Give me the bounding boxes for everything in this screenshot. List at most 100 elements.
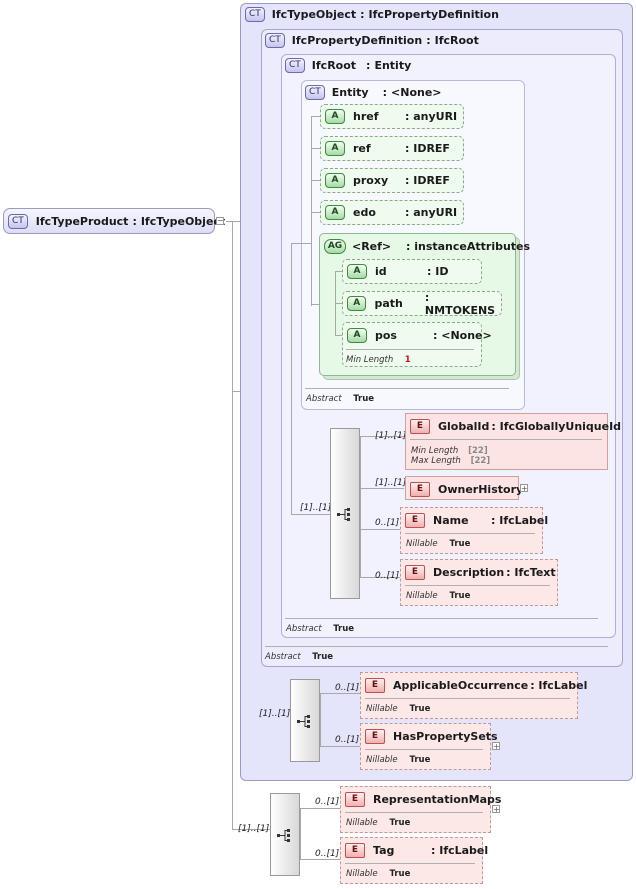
element-name-label: Name bbox=[433, 514, 469, 527]
expand-ownerhistory[interactable]: + bbox=[520, 484, 528, 493]
pd-abstract-facet: Abstract True bbox=[265, 649, 333, 662]
attribute-id[interactable]: A id : ID bbox=[342, 259, 482, 284]
facet-value: True bbox=[312, 652, 334, 662]
ifc-type-product-node[interactable]: CT IfcTypeProduct : IfcTypeObject bbox=[3, 208, 225, 234]
representation-maps-multiplicity: 0..[1] bbox=[315, 797, 340, 807]
facet-label: Min Length bbox=[411, 446, 459, 456]
ifc-type-object-header[interactable]: CT IfcTypeObject : IfcPropertyDefinition bbox=[245, 7, 499, 22]
element-icon: E bbox=[405, 565, 425, 580]
element-type: : IfcLabel bbox=[530, 679, 588, 692]
facet-label: Nillable bbox=[346, 818, 378, 828]
connector-root-h bbox=[226, 221, 240, 222]
attribute-name: edo bbox=[353, 206, 376, 219]
root-sequence-compositor[interactable] bbox=[330, 428, 360, 599]
attribute-group-header: AG <Ref> : instanceAttributes bbox=[324, 239, 530, 254]
connector-seq-v bbox=[360, 436, 361, 577]
root-base: IfcTypeObject bbox=[140, 214, 226, 228]
property-definition-header[interactable]: CT IfcPropertyDefinition : IfcRoot bbox=[265, 33, 479, 48]
type-object-sep: : bbox=[360, 8, 365, 21]
facet-label: Max Length bbox=[411, 456, 461, 466]
attribute-group-name: <Ref> bbox=[352, 240, 392, 253]
connector-root-to-base bbox=[232, 391, 242, 392]
element-representation-maps[interactable]: E RepresentationMaps Nillable True bbox=[340, 786, 501, 833]
connector-elem-h bbox=[360, 577, 400, 578]
element-header: E Description : IfcText bbox=[405, 565, 556, 580]
element-header: E RepresentationMaps bbox=[345, 792, 501, 807]
attribute-icon: A bbox=[347, 296, 367, 311]
element-icon: E bbox=[345, 792, 365, 807]
facet-min-length: Min Length [22] bbox=[411, 443, 488, 456]
tag-multiplicity: 0..[1] bbox=[315, 849, 340, 859]
facet-value: True bbox=[449, 591, 471, 601]
attribute-icon: A bbox=[325, 205, 345, 220]
description-multiplicity: 0..[1] bbox=[375, 571, 400, 581]
connector-elem-h bbox=[360, 488, 404, 489]
facet-value: True bbox=[333, 624, 355, 634]
element-globalid[interactable]: E GlobalId : IfcGloballyUniqueId Min Len… bbox=[405, 413, 621, 470]
element-name[interactable]: E Name : IfcLabel Nillable True bbox=[400, 507, 548, 554]
ownerhistory-multiplicity: [1]..[1] bbox=[375, 478, 407, 488]
connector-root-v2 bbox=[291, 243, 292, 514]
element-applicable-occurrence[interactable]: E ApplicableOccurrence : IfcLabel Nillab… bbox=[360, 672, 587, 719]
element-tag[interactable]: E Tag : IfcLabel Nillable True bbox=[340, 837, 488, 884]
facet-label: Nillable bbox=[366, 704, 398, 714]
facet-label: Abstract bbox=[306, 394, 342, 404]
connector-root-v bbox=[232, 221, 233, 829]
ifc-root-header[interactable]: CT IfcRoot : Entity bbox=[285, 58, 411, 73]
sequence-icon bbox=[337, 508, 350, 521]
element-header: E Tag : IfcLabel bbox=[345, 843, 488, 858]
attribute-ref[interactable]: A ref : IDREF bbox=[320, 136, 464, 161]
nillable-facet: Nillable True bbox=[406, 536, 470, 549]
facet-label: Min Length bbox=[346, 355, 394, 365]
facet-value: True bbox=[389, 818, 411, 828]
facet-value: [22] bbox=[470, 456, 491, 466]
entity-header[interactable]: CT Entity : <None> bbox=[305, 85, 442, 100]
attribute-proxy[interactable]: A proxy : IDREF bbox=[320, 168, 464, 193]
type-product-sequence-compositor[interactable] bbox=[270, 793, 300, 876]
collapse-toggle[interactable]: − bbox=[216, 216, 224, 225]
attribute-path[interactable]: A path : NMTOKENS bbox=[342, 290, 502, 317]
complex-type-icon: CT bbox=[245, 7, 265, 22]
attribute-icon: A bbox=[347, 264, 367, 279]
element-name: OwnerHistory bbox=[438, 483, 524, 496]
element-icon: E bbox=[365, 678, 385, 693]
attribute-pos[interactable]: A pos : <None> Min Length 1 bbox=[342, 322, 492, 367]
nillable-facet: Nillable True bbox=[346, 866, 410, 879]
attribute-edo[interactable]: A edo : anyURI bbox=[320, 200, 464, 225]
facet-max-length: Max Length [22] bbox=[411, 453, 490, 466]
expand-representation-maps[interactable]: + bbox=[492, 805, 500, 814]
nillable-facet: Nillable True bbox=[406, 588, 470, 601]
ifc-root-name: IfcRoot bbox=[311, 59, 357, 72]
name-multiplicity: 0..[1] bbox=[375, 518, 400, 528]
connector-attr-h bbox=[311, 116, 321, 117]
element-icon: E bbox=[345, 843, 365, 858]
connector-elem-h bbox=[300, 808, 340, 809]
attribute-href[interactable]: A href : anyURI bbox=[320, 104, 464, 129]
element-name: HasPropertySets bbox=[393, 730, 498, 743]
facet-value: True bbox=[409, 704, 431, 714]
attribute-type: : NMTOKENS bbox=[424, 290, 496, 317]
element-ownerhistory[interactable]: E OwnerHistory bbox=[405, 476, 523, 500]
element-type: : IfcLabel bbox=[431, 844, 489, 857]
type-object-sequence-compositor[interactable] bbox=[290, 679, 320, 762]
expand-has-property-sets[interactable]: + bbox=[492, 742, 500, 751]
connector-entity-h bbox=[291, 243, 312, 244]
facet-value: True bbox=[409, 755, 431, 765]
attribute-name: ref bbox=[353, 142, 371, 155]
element-type: : IfcGloballyUniqueId bbox=[491, 420, 622, 433]
connector-attr-h bbox=[311, 180, 321, 181]
element-description[interactable]: E Description : IfcText Nillable True bbox=[400, 559, 558, 606]
element-name: GlobalId bbox=[438, 420, 490, 433]
connector-root-to-seq bbox=[232, 829, 270, 830]
ifc-root-base: Entity bbox=[374, 59, 412, 72]
element-has-property-sets[interactable]: E HasPropertySets Nillable True bbox=[360, 723, 498, 770]
attribute-name: path bbox=[374, 297, 403, 310]
element-name: RepresentationMaps bbox=[373, 793, 502, 806]
connector-attr-h bbox=[311, 212, 321, 213]
connector-elem-h bbox=[360, 529, 400, 530]
attribute-type: : anyURI bbox=[405, 110, 458, 123]
facet-value: True bbox=[353, 394, 375, 404]
sequence-multiplicity: [1]..[1] bbox=[300, 503, 332, 513]
facet-label: Nillable bbox=[406, 539, 438, 549]
connector-attr-h bbox=[311, 148, 321, 149]
